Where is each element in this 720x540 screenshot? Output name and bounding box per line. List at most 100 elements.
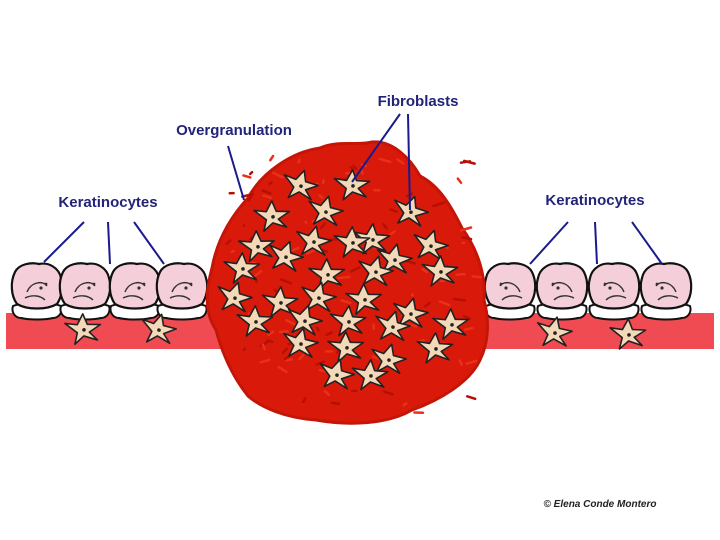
leader-keratinocytes-right-2 [594,221,598,265]
label-keratinocytes-left: Keratinocytes [58,194,157,211]
keratinocyte-cell-icon [587,262,641,321]
leader-keratinocytes-left-1 [43,221,85,263]
texture-stroke [267,330,275,337]
texture-stroke [323,389,331,396]
fibroblast-cell-icon [353,223,391,255]
fibroblast-cell-icon [237,230,276,263]
texture-stroke [279,278,293,285]
texture-stroke [337,275,351,280]
fibroblast-cell-icon [413,229,450,261]
texture-stroke [438,300,451,307]
fibroblast-cell-icon [319,358,356,390]
texture-stroke [330,401,341,405]
texture-stroke [389,208,399,213]
fibroblast-cell-icon [371,343,408,375]
texture-stroke [268,181,273,186]
granulation-fibroblasts [217,169,470,391]
dermis-fibroblasts [64,313,647,350]
texture-stroke [269,154,275,162]
fibroblast-cell-icon [394,195,430,227]
texture-stroke [297,158,301,164]
texture-stroke [360,168,364,175]
texture-stroke [471,275,483,279]
texture-stroke [230,249,235,253]
leader-lines [43,113,663,265]
fibroblast-cell-icon [217,281,254,313]
fibroblast-cell-icon [283,327,319,358]
texture-stroke [382,222,388,230]
fibroblast-cell-icon [432,308,470,341]
keratinocyte-cell-icon [155,262,209,321]
fibroblast-cell-icon [416,332,454,364]
label-keratinocytes-right: Keratinocytes [545,192,644,209]
texture-stroke [452,297,467,302]
fibroblast-cell-icon [333,169,371,201]
texture-stroke [458,359,464,366]
fibroblast-cell-icon [375,310,412,342]
keratinocyte-layer-right [483,262,693,321]
texture-stroke [315,326,320,332]
keratinocyte-cell-icon [535,262,589,321]
texture-stroke [247,194,253,202]
fibroblast-cell-icon [609,318,647,350]
texture-stroke [463,326,474,332]
fibroblast-cell-icon [223,252,261,284]
leader-fibroblasts-2 [407,113,411,211]
texture-stroke [462,314,471,321]
fibroblast-cell-icon [329,305,367,337]
fibroblast-cell-icon [64,313,102,346]
texture-stroke [284,357,293,362]
leader-fibroblasts-1 [351,113,401,183]
texture-stroke [352,164,358,171]
texture-stroke [278,330,289,334]
texture-stroke [460,226,473,232]
texture-stroke [261,189,272,195]
fibroblast-cell-icon [327,331,365,364]
texture-stroke [301,397,307,404]
texture-stroke [340,299,352,305]
fibroblast-cell-icon [345,283,383,316]
texture-stroke [423,301,431,308]
fibroblast-cell-icon [141,313,178,345]
texture-stroke [248,170,254,176]
texture-stroke [455,272,466,276]
fibroblast-cell-icon [421,255,459,287]
texture-stroke [254,270,263,277]
label-overgranulation: Overgranulation [176,122,292,139]
fibroblast-cell-icon [358,255,395,287]
fibroblast-cell-icon [236,305,274,337]
keratinocyte-cell-icon [483,262,537,321]
texture-stroke [456,177,463,185]
texture-stroke [465,395,477,401]
texture-stroke [225,239,232,246]
fibroblast-cell-icon [333,226,371,258]
label-fibroblasts: Fibroblasts [378,93,459,110]
texture-stroke [432,201,446,208]
texture-stroke [349,266,361,273]
texture-stroke [259,358,271,364]
fibroblast-cell-icon [308,195,345,227]
fibroblast-cell-icon [351,359,389,391]
fibroblast-cell-icon [283,169,320,201]
texture-stroke [461,236,473,241]
texture-stroke [298,353,305,361]
fibroblast-cell-icon [536,316,573,347]
leader-keratinocytes-left-2 [107,221,111,265]
texture-stroke [396,158,405,165]
texture-stroke [291,246,300,252]
texture-stroke [465,359,478,365]
keratinocyte-cell-icon [10,262,64,321]
texture-stroke [382,390,394,396]
fibroblast-cell-icon [253,200,291,233]
keratinocyte-layer-left [10,262,209,321]
leader-overgranulation [227,145,245,201]
texture-stroke [325,331,333,337]
keratinocyte-cell-icon [58,262,112,321]
keratinocyte-cell-icon [639,262,693,321]
texture-stroke [242,347,247,351]
texture-stroke [248,236,253,241]
leader-keratinocytes-left-3 [133,221,165,265]
texture-stroke [281,347,289,355]
leader-keratinocytes-right-3 [631,221,663,265]
